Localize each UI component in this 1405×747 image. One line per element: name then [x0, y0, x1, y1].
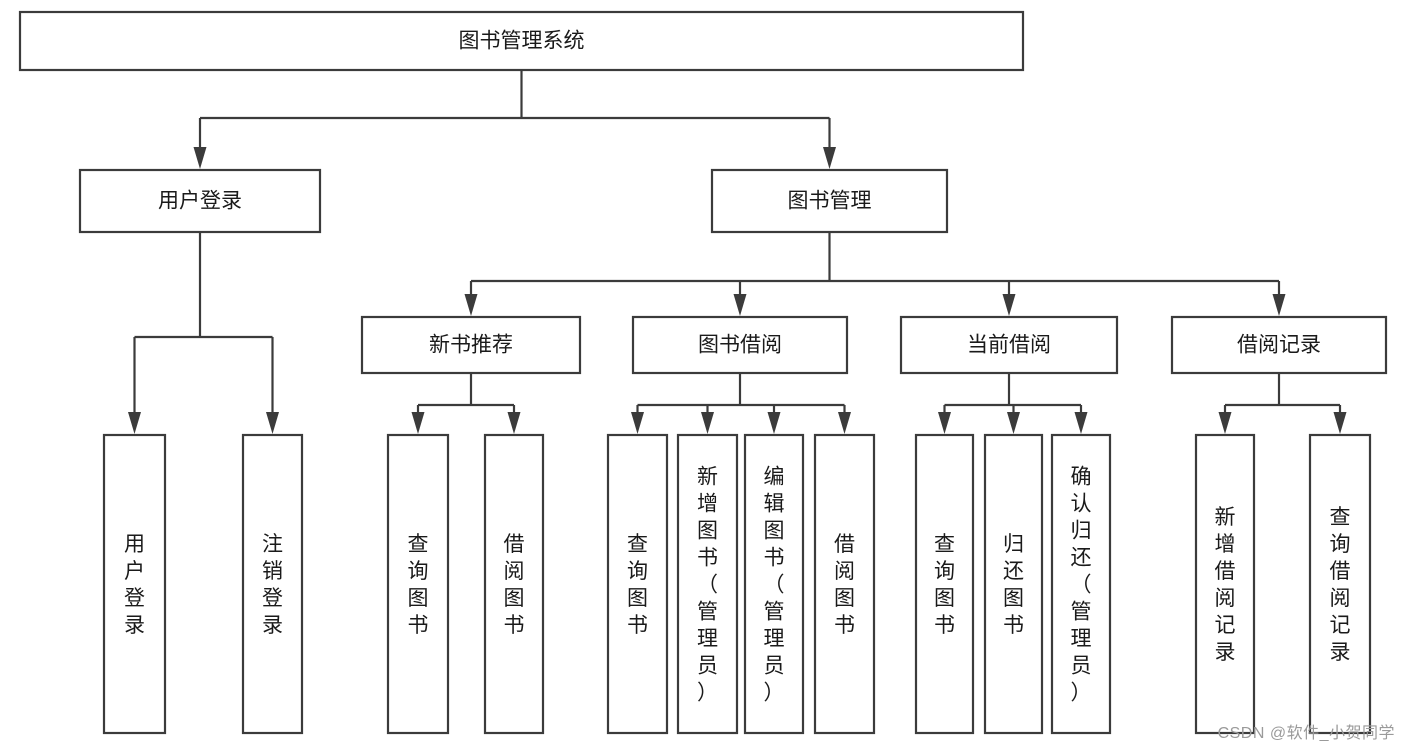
connector-group-l3_b	[631, 373, 851, 434]
node-label-l2_b: 图书管理	[788, 190, 872, 213]
node-label-leaf_4: 借阅图书	[504, 533, 525, 637]
node-label-l3_a: 新书推荐	[429, 334, 513, 357]
node-label-leaf_10: 归还图书	[1003, 533, 1024, 637]
connector-group-l3_d	[1218, 373, 1347, 434]
node-leaf_9[interactable]: 查询图书	[914, 433, 975, 735]
node-label-l3_d: 借阅记录	[1237, 334, 1321, 357]
node-label-leaf_12: 新增借阅记录	[1215, 506, 1236, 664]
node-leaf_6[interactable]: 新增图书（管理员）	[676, 433, 739, 735]
node-label-leaf_9: 查询图书	[934, 533, 955, 637]
node-label-l3_c: 当前借阅	[967, 334, 1051, 357]
node-l3_c[interactable]: 当前借阅	[899, 315, 1119, 375]
node-l3_b[interactable]: 图书借阅	[631, 315, 849, 375]
node-label-leaf_13: 查询借阅记录	[1330, 506, 1351, 664]
node-label-leaf_11: 确认归还（管理员）	[1071, 466, 1092, 705]
node-leaf_5[interactable]: 查询图书	[606, 433, 669, 735]
node-label-leaf_5: 查询图书	[627, 533, 648, 637]
node-label-l2_a: 用户登录	[158, 190, 242, 213]
node-leaf_4[interactable]: 借阅图书	[483, 433, 545, 735]
node-leaf_2[interactable]: 注销登录	[241, 433, 304, 735]
node-leaf_8[interactable]: 借阅图书	[813, 433, 876, 735]
node-leaf_3[interactable]: 查询图书	[386, 433, 450, 735]
node-label-leaf_3: 查询图书	[408, 533, 429, 637]
node-leaf_11[interactable]: 确认归还（管理员）	[1050, 433, 1112, 735]
node-label-l3_b: 图书借阅	[698, 334, 782, 357]
node-leaf_7[interactable]: 编辑图书（管理员）	[743, 433, 805, 735]
connector-group-root	[193, 70, 836, 169]
node-label-root: 图书管理系统	[459, 30, 585, 53]
node-label-leaf_8: 借阅图书	[834, 533, 855, 637]
node-l3_d[interactable]: 借阅记录	[1170, 315, 1388, 375]
connector-group-l3_a	[411, 373, 521, 434]
node-l3_a[interactable]: 新书推荐	[360, 315, 582, 375]
connector-group-l3_c	[938, 373, 1088, 434]
node-leaf_12[interactable]: 新增借阅记录	[1194, 433, 1256, 735]
connector-group-l2_b	[464, 232, 1286, 316]
node-layer: 图书管理系统用户登录图书管理新书推荐图书借阅当前借阅借阅记录用户登录注销登录查询…	[18, 10, 1388, 735]
node-label-leaf_7: 编辑图书（管理员）	[764, 466, 785, 705]
node-l2_b[interactable]: 图书管理	[710, 168, 949, 234]
node-leaf_10[interactable]: 归还图书	[983, 433, 1044, 735]
node-label-leaf_1: 用户登录	[124, 533, 145, 637]
node-l2_a[interactable]: 用户登录	[78, 168, 322, 234]
connector-layer	[128, 70, 1347, 434]
connector-group-l2_a	[128, 232, 279, 434]
node-leaf_1[interactable]: 用户登录	[102, 433, 167, 735]
node-root[interactable]: 图书管理系统	[18, 10, 1025, 72]
csdn-watermark: CSDN @软件_小贺同学	[1217, 725, 1395, 742]
node-leaf_13[interactable]: 查询借阅记录	[1308, 433, 1372, 735]
node-label-leaf_2: 注销登录	[262, 533, 283, 637]
node-label-leaf_6: 新增图书（管理员）	[697, 466, 718, 705]
